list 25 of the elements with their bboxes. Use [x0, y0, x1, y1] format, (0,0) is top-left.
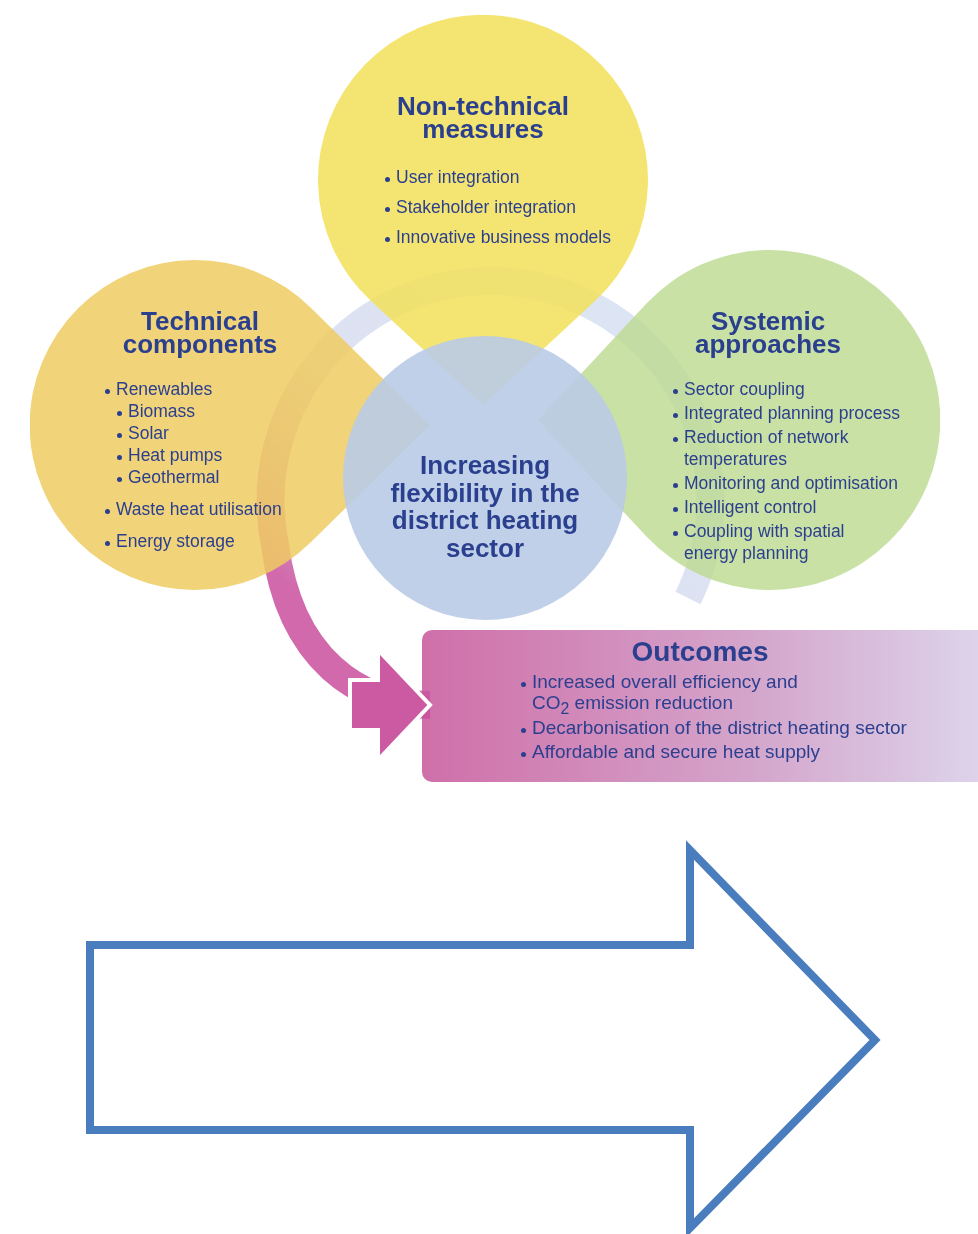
- bullet-item: Heat pumps: [128, 445, 224, 467]
- bullet-item: Biomass: [128, 401, 197, 423]
- center-label: Increasing flexibility in the district heating sector: [389, 452, 581, 563]
- bullet-item: Monitoring and optimisation: [684, 473, 899, 495]
- heading: Systemic approaches: [694, 310, 842, 356]
- bullet-item: Increased overall efficiency and CO$_{2}$ emission reduction: [532, 672, 799, 718]
- bullet-item: Reduction of network temperatures: [684, 427, 850, 471]
- outcome-panel: [422, 630, 978, 782]
- bullet-item: Innovative business models: [396, 227, 612, 249]
- bullet-item: Decarbonisation of the district heating sector: [532, 718, 908, 739]
- bullet-item: User integration: [396, 167, 521, 189]
- bullet-item: Energy storage: [116, 531, 236, 553]
- bullet-item: Stakeholder integration: [396, 197, 577, 219]
- bullet-item: Coupling with spatial energy planning: [684, 521, 846, 565]
- bullet-item: Intelligent control: [684, 497, 818, 519]
- bullet-item: Sector coupling: [684, 379, 806, 401]
- heading: Technical components: [121, 310, 279, 356]
- bullet-item: Waste heat utilisation: [116, 499, 283, 521]
- heading: Outcomes: [630, 638, 770, 666]
- bullet-item: Solar: [128, 423, 170, 445]
- bullet-item: Integrated planning process: [684, 403, 901, 425]
- heading: Non-technical measures: [396, 95, 570, 141]
- bullet-item: Affordable and secure heat supply: [532, 742, 821, 763]
- bullet-item: Renewables: [116, 379, 214, 401]
- bullet-item: Geothermal: [128, 467, 221, 489]
